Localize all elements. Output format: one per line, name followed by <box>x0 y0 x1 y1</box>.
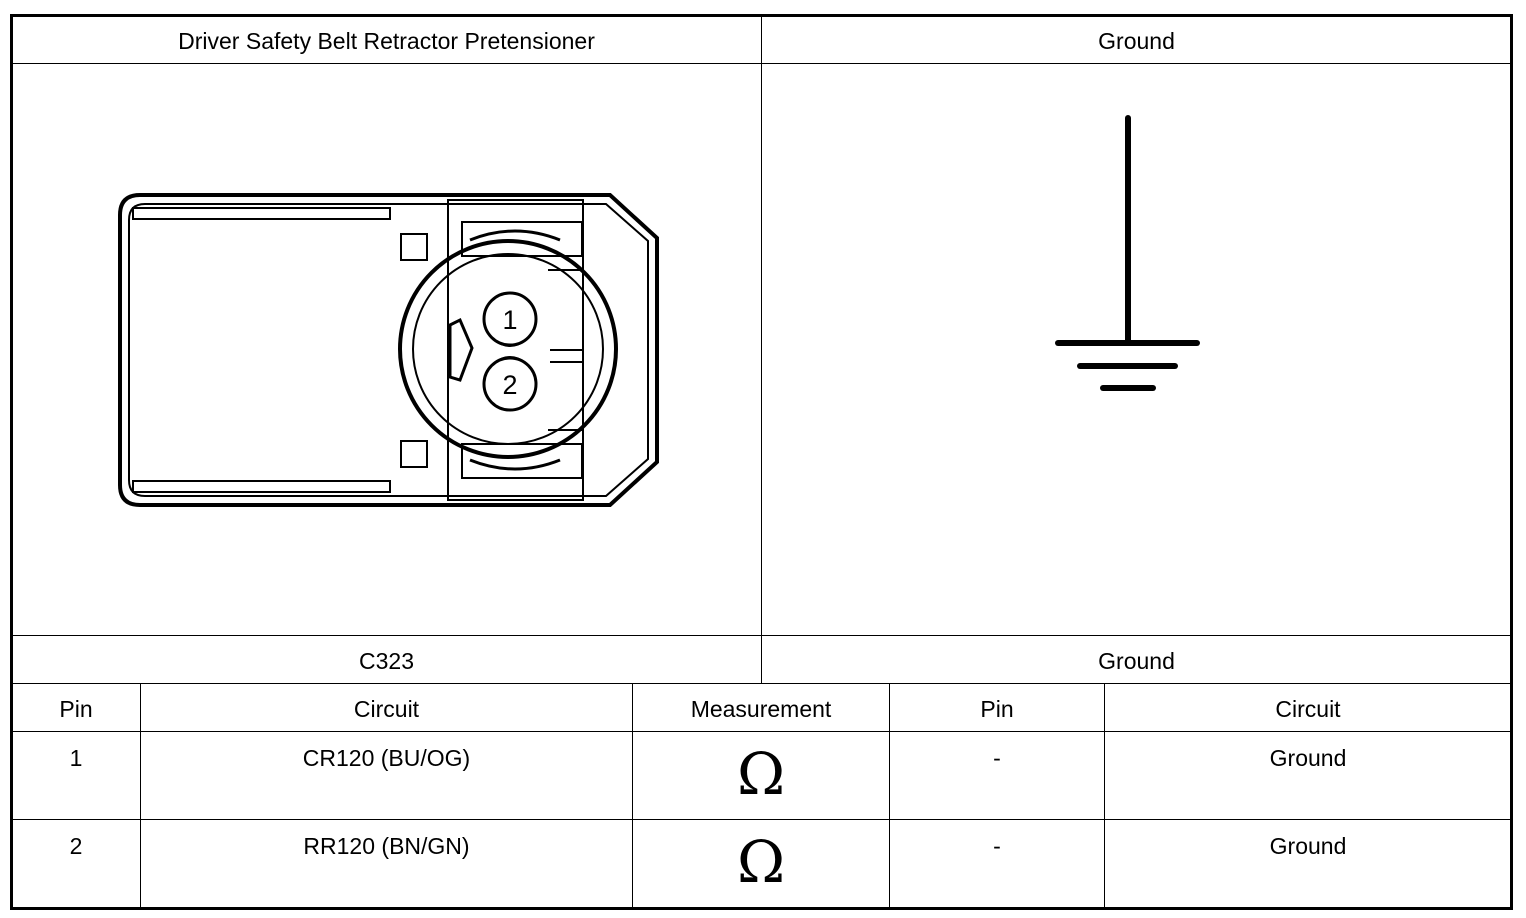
bay-top-step <box>461 221 583 257</box>
connector-id: C323 <box>359 648 414 674</box>
row-circuit: CR120 (BU/OG) <box>302 745 471 771</box>
row-pin: 2 <box>69 833 83 859</box>
pin-label-2: 2 <box>502 370 517 400</box>
rule-col-4 <box>1104 683 1105 908</box>
col-header-to-circuit: Circuit <box>1275 696 1341 722</box>
col-header-circuit: Circuit <box>353 696 420 722</box>
rule-center <box>761 16 762 683</box>
rule-row-1 <box>12 819 1511 820</box>
row-to-circuit: Ground <box>1269 745 1347 771</box>
table-row: 2 RR120 (BN/GN) Ω - Ground <box>12 820 1511 908</box>
row-to-pin: - <box>993 833 1001 859</box>
polarizing-key <box>448 317 474 382</box>
connector-housing-inner <box>128 203 649 497</box>
ground-title: Ground <box>1098 28 1175 54</box>
ground-title-cell: Ground <box>762 16 1511 63</box>
key-top <box>400 233 428 261</box>
latch-slot-top <box>132 207 391 220</box>
row-measurement: Ω <box>633 820 889 908</box>
pinout-table-frame <box>10 14 1513 910</box>
ground-label-cell: Ground <box>762 636 1511 683</box>
rule-col-3 <box>889 683 890 908</box>
pin-label-1: 1 <box>502 305 517 335</box>
connector-face-diagram: 1 2 <box>118 193 659 507</box>
col-header-measurement: Measurement <box>690 696 832 722</box>
ohm-icon: Ω <box>736 828 786 896</box>
ground-symbol-icon <box>1055 115 1200 391</box>
component-title: Driver Safety Belt Retractor Pretensione… <box>178 28 595 54</box>
bay-bottom-step <box>461 443 583 479</box>
col-header-to-pin: Pin <box>980 696 1014 722</box>
connector-id-cell: C323 <box>12 636 761 683</box>
rule-subheader <box>12 683 1511 684</box>
rule-column-header <box>12 731 1511 732</box>
connector-housing-outline <box>118 193 659 507</box>
ohm-icon: Ω <box>736 740 786 808</box>
component-title-cell: Driver Safety Belt Retractor Pretensione… <box>12 16 761 63</box>
col-header-pin: Pin <box>59 696 93 722</box>
socket-ring-outer <box>398 239 618 459</box>
row-pin: 1 <box>69 745 83 771</box>
table-row: 1 CR120 (BU/OG) Ω - Ground <box>12 732 1511 819</box>
row-to-circuit: Ground <box>1269 833 1347 859</box>
socket-ring-inner <box>412 253 604 445</box>
key-bottom <box>400 440 428 468</box>
latch-slot-bottom <box>132 480 391 493</box>
row-to-pin: - <box>993 745 1001 771</box>
ground-label: Ground <box>1098 648 1175 674</box>
row-measurement: Ω <box>633 732 889 819</box>
row-circuit: RR120 (BN/GN) <box>303 833 470 859</box>
rule-col-1 <box>140 683 141 908</box>
rule-col-2 <box>632 683 633 908</box>
